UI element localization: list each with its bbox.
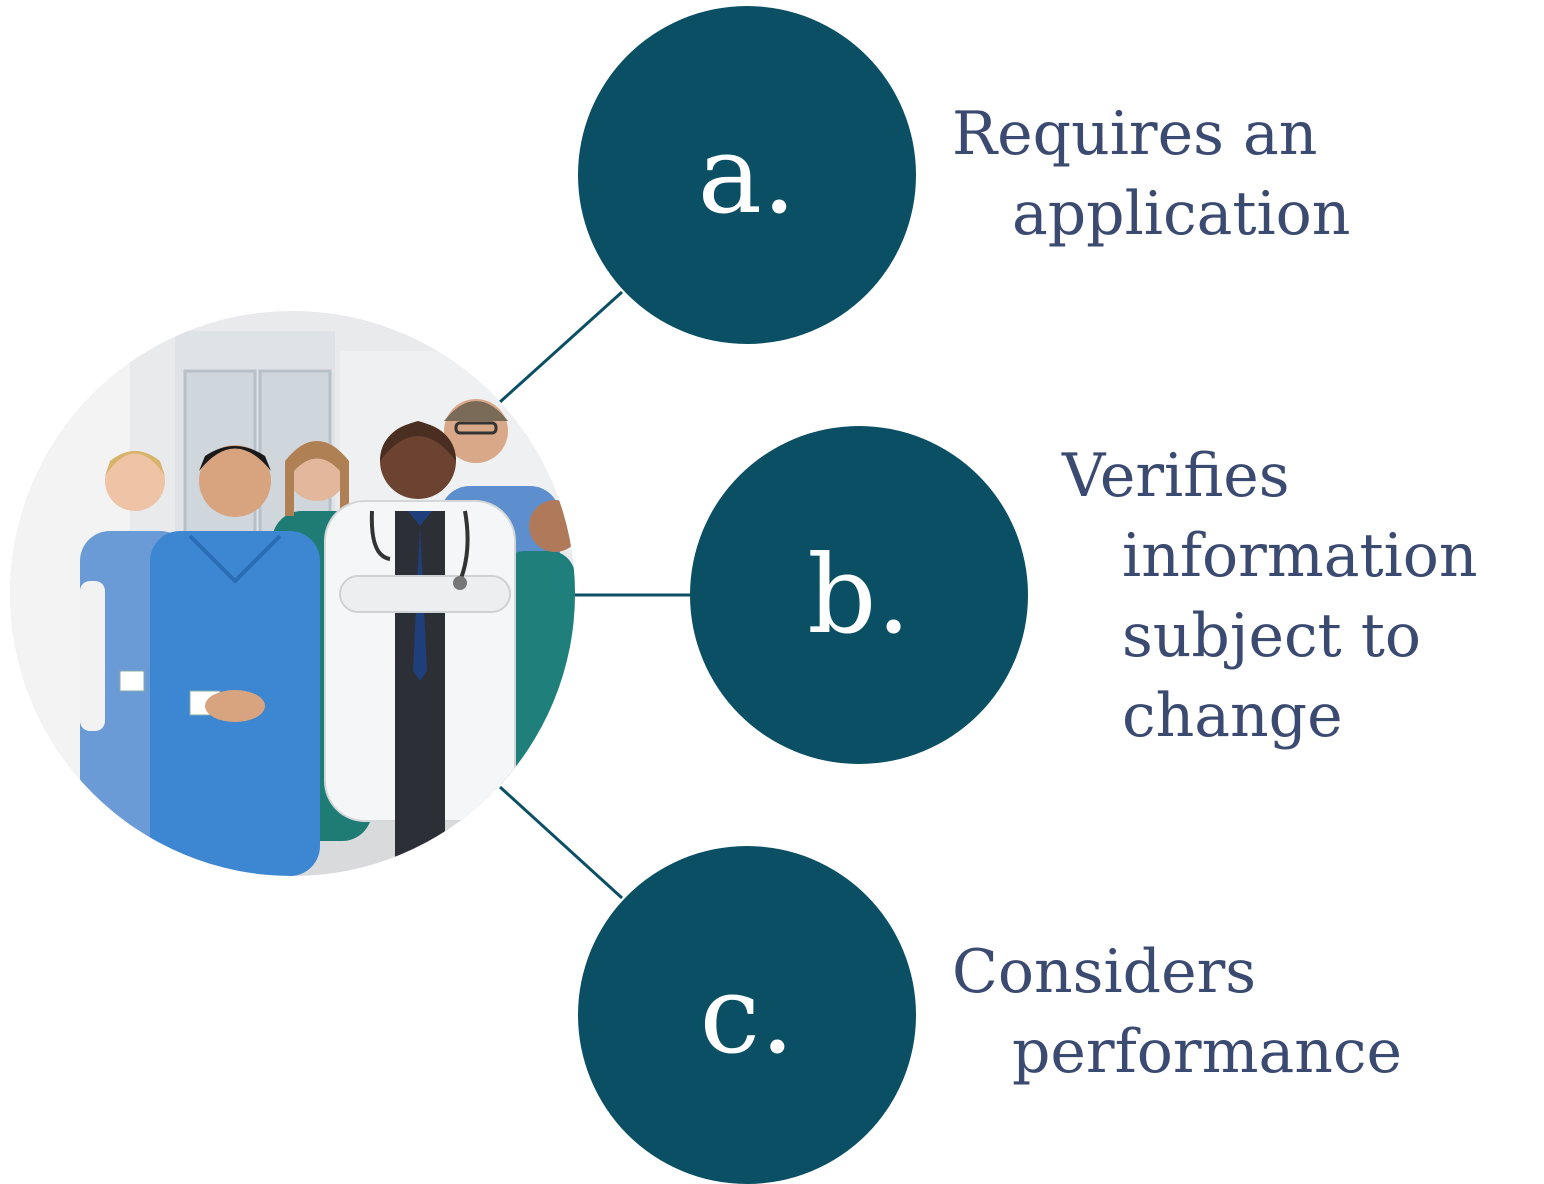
item-b-caption-line-1: Verifies xyxy=(1062,441,1290,511)
item-a-circle: a. xyxy=(578,6,916,344)
item-b-caption-line-3: subject to xyxy=(1122,601,1421,671)
medical-team-illustration xyxy=(10,311,575,876)
item-c-caption-line-1: Considers xyxy=(952,937,1257,1007)
connector-line-c xyxy=(498,785,624,900)
item-a-letter: a. xyxy=(697,113,797,238)
item-c-circle: c. xyxy=(578,846,916,1184)
item-b-caption-line-2: information xyxy=(1122,521,1478,591)
item-b-circle: b. xyxy=(690,426,1028,764)
item-b-caption: Verifies information subject to change xyxy=(1062,436,1478,756)
item-c-caption-line-2: performance xyxy=(1012,1017,1403,1087)
item-a-caption: Requires an application xyxy=(952,94,1350,254)
item-b-letter: b. xyxy=(807,533,911,658)
medical-team-photo xyxy=(10,311,575,876)
item-b-caption-line-4: change xyxy=(1122,681,1343,751)
item-c-letter: c. xyxy=(699,953,795,1078)
item-a-caption-line-1: Requires an xyxy=(952,99,1318,169)
item-c-caption: Considers performance xyxy=(952,932,1402,1092)
connector-line-a xyxy=(498,290,624,404)
item-a-caption-line-2: application xyxy=(1012,179,1351,249)
